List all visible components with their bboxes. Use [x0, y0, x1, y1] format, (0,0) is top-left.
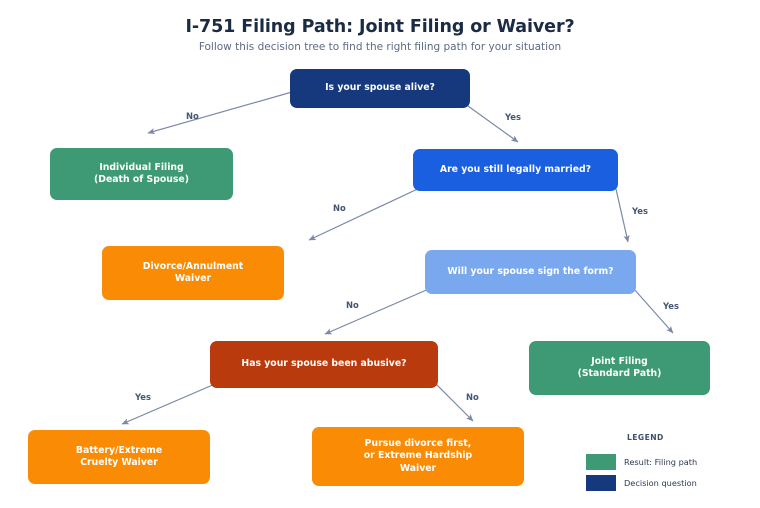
node-label: Has your spouse been abusive?	[241, 358, 407, 370]
node-spouse-sign[interactable]: Will your spouse sign the form?	[425, 250, 636, 294]
legend-title: LEGEND	[627, 433, 664, 442]
node-label: Pursue divorce first, or Extreme Hardshi…	[363, 438, 473, 474]
node-joint-filing[interactable]: Joint Filing (Standard Path)	[529, 341, 710, 395]
edge-label-spouse-alive-yes: Yes	[505, 112, 521, 122]
edge-spouse-sign-to-joint-filing	[633, 288, 674, 334]
edge-label-spouse-abusive-yes: Yes	[135, 392, 151, 402]
legend-label-result: Result: Filing path	[624, 457, 698, 467]
edge-label-spouse-sign-no: No	[346, 300, 359, 310]
node-battery-waiver[interactable]: Battery/Extreme Cruelty Waiver	[28, 430, 210, 484]
edge-label-spouse-sign-yes: Yes	[663, 301, 679, 311]
node-label: Will your spouse sign the form?	[447, 265, 614, 277]
node-label: Is your spouse alive?	[325, 82, 435, 94]
edge-spouse-sign-to-spouse-abusive	[324, 284, 439, 335]
page-title: I-751 Filing Path: Joint Filing or Waive…	[185, 17, 575, 37]
node-label: Joint Filing (Standard Path)	[577, 355, 662, 379]
edge-label-legally-married-no: No	[333, 203, 346, 213]
page-subtitle: Follow this decision tree to find the ri…	[198, 41, 562, 53]
edge-spouse-abusive-to-battery-waiver	[121, 380, 223, 425]
node-spouse-alive[interactable]: Is your spouse alive?	[290, 69, 470, 108]
legend-swatch-result	[586, 454, 616, 470]
node-spouse-abusive[interactable]: Has your spouse been abusive?	[210, 341, 438, 388]
edge-label-legally-married-yes: Yes	[632, 206, 648, 216]
legend-swatch-decision	[586, 475, 616, 491]
node-hardship-waiver[interactable]: Pursue divorce first, or Extreme Hardshi…	[312, 427, 524, 486]
edge-spouse-alive-to-individual-filing	[147, 91, 293, 135]
node-label: Battery/Extreme Cruelty Waiver	[75, 444, 163, 468]
node-divorce-waiver[interactable]: Divorce/Annulment Waiver	[102, 246, 284, 300]
node-label: Are you still legally married?	[439, 163, 592, 175]
node-individual-filing[interactable]: Individual Filing (Death of Spouse)	[50, 148, 233, 200]
legend-label-decision: Decision question	[624, 478, 697, 488]
node-legally-married[interactable]: Are you still legally married?	[413, 149, 618, 191]
edge-legally-married-to-divorce-waiver	[308, 185, 425, 241]
edge-legally-married-to-spouse-sign	[615, 188, 630, 243]
edge-label-spouse-abusive-no: No	[466, 392, 479, 402]
edge-label-spouse-alive-no: No	[186, 111, 199, 121]
node-label: Individual Filing (Death of Spouse)	[94, 161, 189, 185]
node-label: Divorce/Annulment Waiver	[142, 260, 244, 284]
